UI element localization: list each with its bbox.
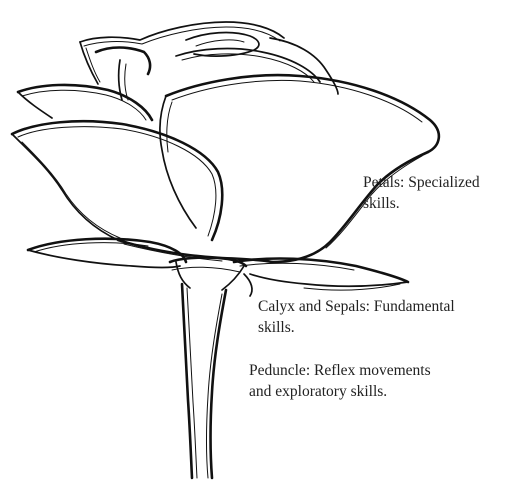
rose-petal-right — [160, 75, 439, 262]
rose-sepals — [28, 239, 408, 290]
rose-petal-left-upper — [18, 85, 152, 120]
calyx-sepals-label: Calyx and Sepals: Fundamental skills. — [258, 296, 455, 338]
peduncle-label-line-1: Peduncle: Reflex movements — [249, 360, 431, 381]
peduncle-label: Peduncle: Reflex movements and explorato… — [249, 360, 431, 402]
calyx-sepals-label-line-2: skills. — [258, 317, 455, 338]
rose-petal-left-lower — [12, 121, 222, 240]
calyx-sepals-label-line-1: Calyx and Sepals: Fundamental — [258, 296, 455, 317]
rose-bud-top — [80, 22, 338, 100]
petals-label-line-2: skills. — [363, 193, 480, 214]
rose-stem — [182, 274, 252, 478]
petals-label-line-1: Petals: Specialized — [363, 172, 480, 193]
peduncle-label-line-2: and exploratory skills. — [249, 381, 431, 402]
petals-label: Petals: Specialized skills. — [363, 172, 480, 214]
